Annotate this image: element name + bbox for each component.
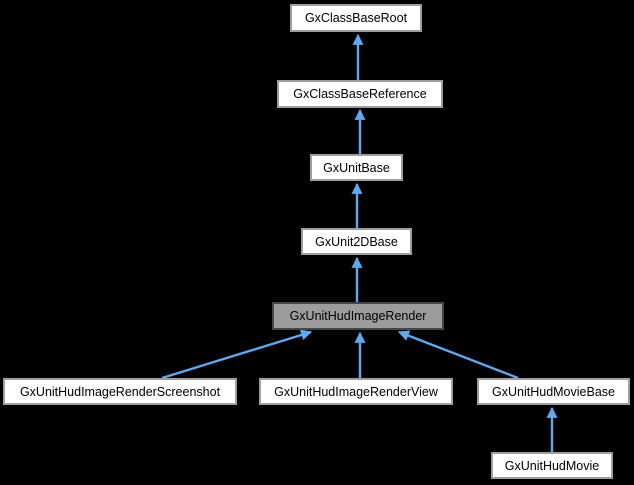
class-node-gxunithudmoviebase[interactable]: GxUnitHudMovieBase: [477, 378, 630, 405]
edge-moviebase-to-hudimagerender: [397, 330, 519, 380]
class-node-gxclassbaseroot[interactable]: GxClassBaseRoot: [290, 4, 422, 32]
class-node-gxclassbasereference[interactable]: GxClassBaseReference: [277, 80, 443, 108]
class-node-gxunithudimagerenderview[interactable]: GxUnitHudImageRenderView: [259, 378, 453, 405]
class-node-gxunithudmovie[interactable]: GxUnitHudMovie: [491, 452, 613, 479]
class-node-gxunithudimagerenderscreenshot[interactable]: GxUnitHudImageRenderScreenshot: [3, 378, 237, 405]
class-node-gxunithudimagerender-current: GxUnitHudImageRender: [272, 302, 444, 330]
class-node-gxunit2dbase[interactable]: GxUnit2DBase: [301, 228, 412, 255]
edge-screenshot-to-hudimagerender: [161, 329, 313, 380]
class-node-gxunitbase[interactable]: GxUnitBase: [310, 154, 403, 181]
